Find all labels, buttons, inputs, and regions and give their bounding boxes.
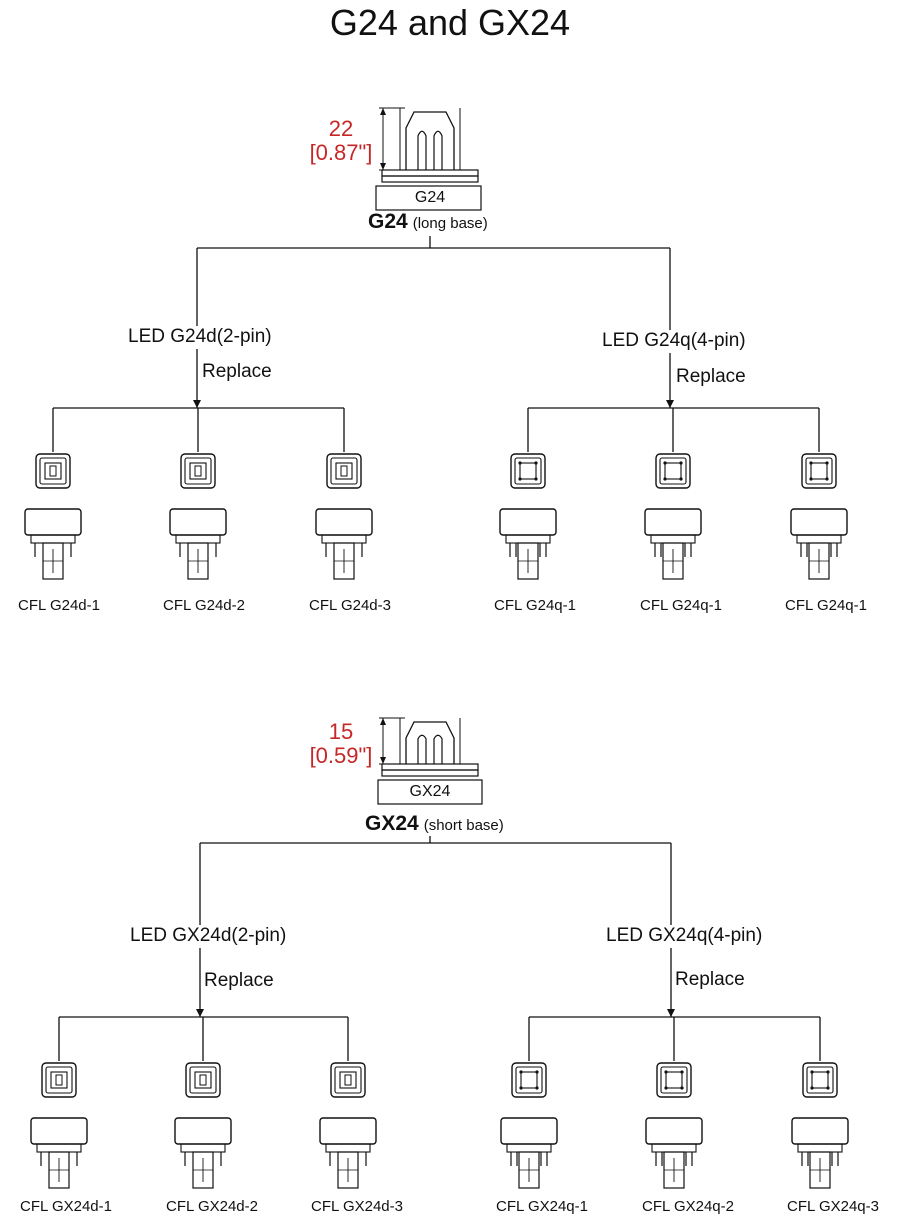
cfl-label-g24q-2: CFL G24q-1	[640, 597, 722, 614]
replace-label-g24q: Replace	[676, 366, 746, 387]
g24-height-mm: 22	[328, 116, 354, 141]
g24-base-plate-label: G24	[414, 189, 446, 206]
gx24-base-plate-label: GX24	[409, 783, 451, 800]
g24-base-title: G24 (long base)	[368, 210, 488, 234]
g24-base-name: G24	[368, 210, 408, 233]
gx24-base-plate	[377, 779, 483, 805]
g24-base-plate	[375, 185, 482, 211]
gx24-height-dimension: 15 [0.59"]	[300, 720, 382, 768]
gx24-height-inch: [0.59"]	[309, 743, 373, 768]
gx24-lamp-0-1-icon	[30, 1062, 88, 1189]
cfl-label-gx24d-3: CFL GX24d-3	[311, 1198, 403, 1215]
g24-lamp-0-3-icon	[315, 453, 373, 580]
gx24-base-name: GX24	[365, 812, 419, 835]
gx24-base-drawing	[379, 717, 479, 777]
cfl-label-g24q-1: CFL G24q-1	[494, 597, 576, 614]
replace-label-gx24d: Replace	[204, 970, 274, 991]
branch-label-gx24d: LED GX24d(2-pin)	[130, 925, 287, 946]
branch-label-g24d: LED G24d(2-pin)	[128, 326, 272, 347]
gx24-base-note: (short base)	[423, 817, 504, 834]
g24-lamp-1-3-icon	[790, 453, 848, 580]
gx24-lamp-0-2-icon	[174, 1062, 232, 1189]
g24-height-inch: [0.87"]	[309, 140, 373, 165]
cfl-label-gx24q-2: CFL GX24q-2	[642, 1198, 734, 1215]
replace-label-g24d: Replace	[202, 361, 272, 382]
g24-lamp-0-2-icon	[169, 453, 227, 580]
cfl-label-gx24q-1: CFL GX24q-1	[496, 1198, 588, 1215]
g24-tree	[52, 236, 820, 452]
gx24-height-mm: 15	[328, 719, 354, 744]
cfl-label-gx24d-1: CFL GX24d-1	[20, 1198, 112, 1215]
gx24-lamp-1-2-icon	[645, 1062, 703, 1189]
cfl-label-g24d-3: CFL G24d-3	[309, 597, 391, 614]
cfl-label-gx24d-2: CFL GX24d-2	[166, 1198, 258, 1215]
cfl-label-g24d-2: CFL G24d-2	[163, 597, 245, 614]
g24-lamp-1-2-icon	[644, 453, 702, 580]
branch-label-g24q: LED G24q(4-pin)	[602, 330, 746, 351]
g24-height-dimension: 22 [0.87"]	[300, 117, 382, 165]
gx24-tree	[58, 836, 821, 1061]
g24-base-note: (long base)	[412, 215, 488, 232]
cfl-label-g24d-1: CFL G24d-1	[18, 597, 100, 614]
branch-label-gx24q: LED GX24q(4-pin)	[606, 925, 763, 946]
page-title: G24 and GX24	[329, 2, 571, 43]
g24-lamp-0-1-icon	[24, 453, 82, 580]
g24-base-drawing	[379, 107, 479, 183]
gx24-base-title: GX24 (short base)	[365, 812, 504, 836]
cfl-label-gx24q-3: CFL GX24q-3	[787, 1198, 879, 1215]
g24-lamp-1-1-icon	[499, 453, 557, 580]
gx24-lamp-1-3-icon	[791, 1062, 849, 1189]
cfl-label-g24q-3: CFL G24q-1	[785, 597, 867, 614]
replace-label-gx24q: Replace	[675, 969, 745, 990]
gx24-lamp-0-3-icon	[319, 1062, 377, 1189]
gx24-lamp-1-1-icon	[500, 1062, 558, 1189]
